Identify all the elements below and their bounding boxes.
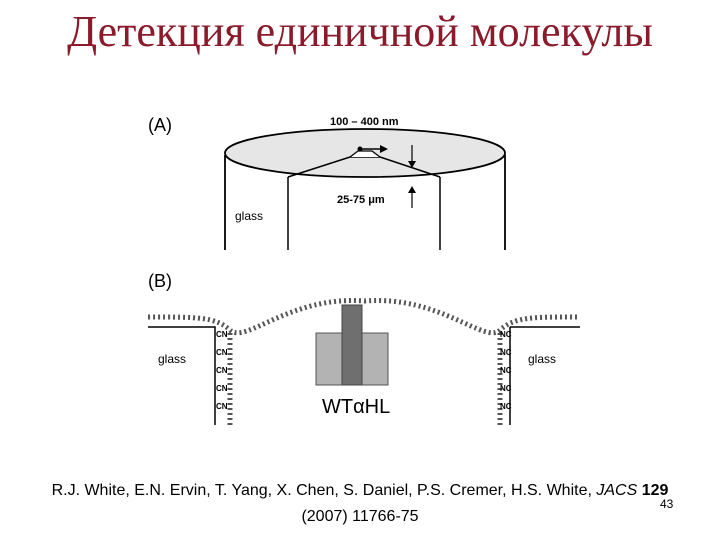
cn-label-4: CN	[216, 384, 228, 393]
page-number: 43	[660, 497, 674, 511]
glass-label-b-right: glass	[528, 352, 556, 366]
width-arrow-head	[380, 145, 388, 153]
width-label: 100 – 400 nm	[330, 116, 399, 128]
depth-label: 25-75 μm	[337, 194, 385, 206]
nc-labels: NC NC NC NC NC	[500, 330, 512, 411]
citation-volume: 129	[641, 482, 669, 499]
cn-labels: CN CN CN CN CN	[216, 330, 228, 411]
citation-details: (2007) 11766-75	[301, 508, 419, 525]
lipid-bilayer-outer	[147, 298, 581, 336]
nc-label-3: NC	[500, 366, 512, 375]
citation-journal: JACS	[596, 482, 638, 499]
cn-label-2: CN	[216, 348, 228, 357]
citation: R.J. White, E.N. Ervin, T. Yang, X. Chen…	[0, 478, 720, 530]
protein-pore	[315, 304, 389, 386]
nc-label-1: NC	[500, 330, 512, 339]
cn-label-5: CN	[216, 402, 228, 411]
panel-a: (A) 100 – 400 nm 25-75 μm glass	[148, 115, 506, 250]
cn-label-1: CN	[216, 330, 228, 339]
cn-label-3: CN	[216, 366, 228, 375]
width-arrow-dot	[357, 146, 363, 152]
panel-b-label: (B)	[148, 271, 172, 291]
slide-title: Детекция единичной молекулы	[67, 7, 653, 56]
citation-authors: R.J. White, E.N. Ervin, T. Yang, X. Chen…	[51, 482, 597, 499]
nc-label-5: NC	[500, 402, 512, 411]
capillary-inner-walls	[287, 177, 441, 250]
figure: (A) 100 – 400 nm 25-75 μm glass (B) CN	[147, 115, 581, 425]
panel-a-label: (A)	[148, 115, 172, 135]
panel-b: (B) CN CN CN CN CN NC NC NC NC NC glass …	[147, 271, 581, 425]
glass-label-a: glass	[235, 209, 263, 223]
depth-arrow-up-head	[408, 186, 416, 193]
lipid-bilayer-inner	[227, 333, 503, 425]
nc-label-4: NC	[500, 384, 512, 393]
capillary-tip	[349, 150, 381, 158]
glass-label-b-left: glass	[158, 352, 186, 366]
protein-label: WTαHL	[322, 396, 390, 418]
nc-label-2: NC	[500, 348, 512, 357]
pore-stem	[341, 304, 363, 386]
depth-arrow-down-head	[408, 161, 416, 168]
glass-substrate	[148, 326, 580, 425]
